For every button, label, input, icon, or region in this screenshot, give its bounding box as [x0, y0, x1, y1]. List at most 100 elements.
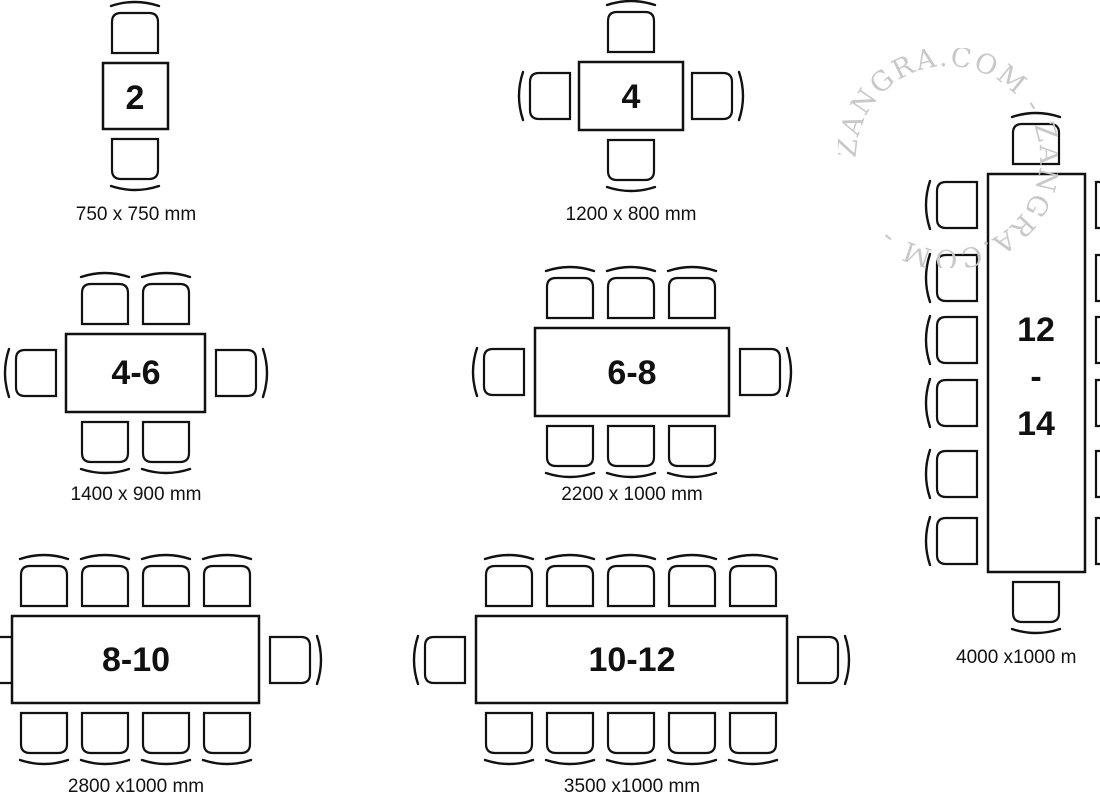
- chair-t810-bottom-2-backrest: [79, 758, 131, 766]
- chair-t1012-top-5: [727, 553, 779, 608]
- chair-t68-bottom-2-backrest: [605, 471, 657, 479]
- chair-t810-bottom-3-seat: [141, 711, 191, 755]
- chair-t68-top-1-seat: [545, 276, 595, 320]
- chair-t46-top-1-seat: [80, 282, 130, 326]
- chair-t68-bottom-3-seat: [667, 424, 717, 468]
- table-12-14-top: [986, 172, 1087, 574]
- chair-t68-bottom-3-backrest: [666, 471, 718, 479]
- chair-t1012-bottom-2-seat: [545, 711, 595, 755]
- chair-t68-top-3-seat: [667, 276, 717, 320]
- chair-t68-top-2-seat: [606, 276, 656, 320]
- chair-t4-bottom: [605, 138, 657, 193]
- chair-t1214-right-4: [1094, 378, 1100, 428]
- chair-t46-left-backrest: [3, 347, 11, 399]
- chair-t46-bottom-2-backrest: [140, 467, 192, 475]
- chair-t1012-top-4-seat: [667, 564, 717, 608]
- chair-t46-bottom-2: [140, 420, 192, 475]
- chair-t68-left: [471, 346, 526, 398]
- chair-t68-bottom-2-seat: [606, 424, 656, 468]
- chair-t810-right: [268, 634, 323, 686]
- table-10-12-label: 10-12: [589, 641, 676, 679]
- table-12-14-label-line-1: 12: [1017, 311, 1055, 349]
- chair-t1012-bottom-2: [544, 711, 596, 766]
- chair-t1214-left-6-seat: [935, 516, 979, 566]
- chair-t1214-right-2-seat: [1094, 253, 1100, 303]
- chair-t46-left-seat: [14, 348, 58, 398]
- table-10-12-dimensions: 3500 x1000 mm: [564, 776, 700, 797]
- chair-t1214-left-6-backrest: [924, 515, 932, 567]
- chair-t1012-top-1-backrest: [483, 553, 535, 561]
- chair-t1214-right-5: [1094, 449, 1100, 499]
- chair-t1012-right-backrest: [843, 634, 851, 686]
- chair-t4-left-backrest: [517, 70, 525, 122]
- table-12-14-label-line-2: -: [1030, 358, 1041, 396]
- chair-t68-left-seat: [482, 347, 526, 397]
- chair-t810-bottom-3-backrest: [140, 758, 192, 766]
- chair-t1012-top-3: [605, 553, 657, 608]
- chair-t1012-top-3-backrest: [605, 553, 657, 561]
- chair-t810-top-2: [79, 553, 131, 608]
- chair-t4-bottom-seat: [606, 138, 656, 182]
- table-4-top: [577, 60, 685, 132]
- chair-t1012-left-seat: [423, 635, 467, 685]
- chair-t1012-top-4-backrest: [666, 553, 718, 561]
- chair-t1214-left-4-seat: [935, 378, 979, 428]
- table-4-6-top: [64, 332, 207, 414]
- table-4-label: 4: [622, 78, 641, 116]
- chair-t810-right-backrest: [315, 634, 323, 686]
- chair-t1214-left-2: [924, 252, 979, 304]
- chair-t810-left: [0, 635, 16, 685]
- chair-t1214-left-1-backrest: [924, 179, 932, 231]
- chair-t1012-top-3-seat: [606, 564, 656, 608]
- chair-t68-top-1: [544, 265, 596, 320]
- table-8-10-label: 8-10: [102, 641, 170, 679]
- chair-t46-top-2-backrest: [140, 271, 192, 279]
- chair-t1214-bottom: [1010, 580, 1062, 635]
- chair-t2-bottom-backrest: [109, 184, 161, 192]
- chair-t68-right-backrest: [785, 346, 793, 398]
- chair-t68-bottom-2: [605, 424, 657, 479]
- table-12-14-label-line-3: 14: [1017, 405, 1055, 443]
- chair-t4-right-backrest: [737, 70, 745, 122]
- chair-t810-top-4-backrest: [201, 553, 253, 561]
- chair-t2-top-backrest: [109, 0, 161, 8]
- chair-t1012-top-2-seat: [545, 564, 595, 608]
- chair-t810-left-seat: [0, 635, 16, 685]
- chair-t810-top-1: [18, 553, 70, 608]
- chair-t1214-right-5-seat: [1094, 449, 1100, 499]
- chair-t1214-left-3: [924, 314, 979, 366]
- chair-t1214-left-5-seat: [935, 449, 979, 499]
- chair-t810-bottom-1-seat: [19, 711, 69, 755]
- table-6-8-dimensions: 2200 x 1000 mm: [561, 484, 703, 505]
- chair-t1214-right-4-seat: [1094, 378, 1100, 428]
- chair-t68-top-1-backrest: [544, 265, 596, 273]
- chair-t810-right-seat: [268, 635, 312, 685]
- chair-t810-bottom-4: [201, 711, 253, 766]
- table-4-6-label: 4-6: [111, 354, 160, 392]
- chair-t1012-left-backrest: [412, 634, 420, 686]
- chair-t1012-bottom-4-seat: [667, 711, 717, 755]
- chair-t4-top: [605, 0, 657, 54]
- chair-t1214-bottom-backrest: [1010, 627, 1062, 635]
- chair-t1012-bottom-4: [666, 711, 718, 766]
- chair-t4-left-seat: [528, 71, 572, 121]
- chair-t810-top-3: [140, 553, 192, 608]
- chair-t810-top-2-seat: [80, 564, 130, 608]
- chair-t810-top-4-seat: [202, 564, 252, 608]
- table-12-14-dimensions: 4000 x1000 m: [956, 647, 1076, 668]
- chair-t1214-left-1: [924, 179, 979, 231]
- chair-t1012-top-5-seat: [728, 564, 778, 608]
- chair-t4-right: [690, 70, 745, 122]
- chair-t46-bottom-1: [79, 420, 131, 475]
- chair-t1012-bottom-5: [727, 711, 779, 766]
- table-6-8-top: [533, 326, 731, 418]
- table-4-6-dimensions: 1400 x 900 mm: [71, 484, 202, 505]
- chair-t810-top-3-backrest: [140, 553, 192, 561]
- chair-t1012-bottom-3: [605, 711, 657, 766]
- chair-t4-left: [517, 70, 572, 122]
- chair-t1214-top: [1010, 111, 1062, 166]
- chair-t1012-bottom-3-backrest: [605, 758, 657, 766]
- table-8-10-dimensions: 2800 x1000 mm: [68, 776, 204, 797]
- chair-t1012-top-5-backrest: [727, 553, 779, 561]
- chair-t1214-left-1-seat: [935, 180, 979, 230]
